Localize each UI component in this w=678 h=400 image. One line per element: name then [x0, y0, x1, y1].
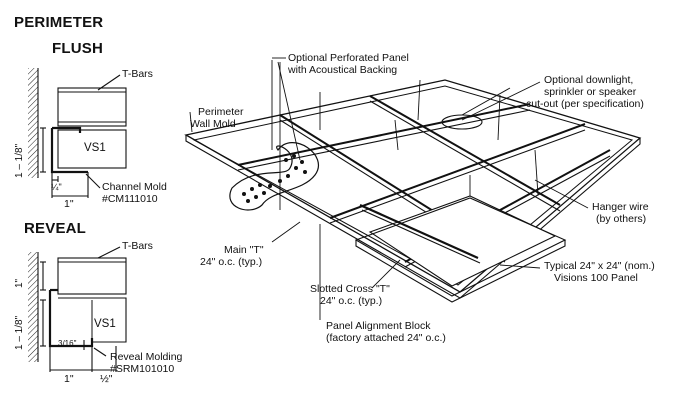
flush-tbars-label: T-Bars	[122, 68, 153, 80]
flush-height-dim: 1 – 1/8"	[14, 143, 25, 178]
reveal-half-dim: ½"	[100, 373, 113, 385]
callout-alignment-block-1: Panel Alignment Block	[326, 320, 431, 332]
callout-main-t-2: 24" o.c. (typ.)	[200, 256, 263, 268]
flush-vs1-label: VS1	[84, 142, 106, 154]
callout-leaders	[189, 57, 589, 320]
callout-perforated-panel-1: Optional Perforated Panel	[288, 52, 409, 64]
reveal-molding-name: Reveal Molding	[110, 351, 183, 363]
callout-perimeter-2: Wall Mold	[190, 118, 236, 130]
callout-perforated-panel-2: with Acoustical Backing	[288, 64, 398, 76]
callout-typical-panel-1: Typical 24" x 24" (nom.)	[544, 260, 655, 272]
hanger-wires	[271, 60, 539, 215]
callout-hanger-2: (by others)	[596, 213, 647, 225]
heading-perimeter: PERIMETER	[14, 14, 104, 31]
flush-lower-panel	[57, 129, 127, 169]
heading-flush: FLUSH	[52, 40, 103, 57]
callout-typical-panel-2: Visions 100 Panel	[554, 272, 638, 284]
flush-quarter-dim: ¼"	[51, 182, 62, 192]
flush-upper-panel	[57, 87, 127, 127]
reveal-small-dim: 3/16"	[58, 339, 77, 348]
flush-one-dim: 1"	[64, 198, 74, 210]
callout-cross-t-2: 24" o.c. (typ.)	[320, 295, 383, 307]
callout-downlight-1: Optional downlight,	[544, 74, 634, 86]
callout-alignment-block-2: (factory attached 24" o.c.)	[326, 332, 446, 344]
callout-hanger-1: Hanger wire	[592, 201, 649, 213]
flush-molding-code: #CM111010	[102, 193, 158, 205]
drop-panel	[354, 195, 567, 303]
reveal-molding-code: #SRM101010	[110, 363, 175, 375]
flush-molding-name: Channel Mold	[102, 181, 167, 193]
perforation-dots	[242, 154, 307, 203]
callout-perimeter-1: Perimeter	[198, 106, 244, 118]
callout-downlight-2: sprinkler or speaker	[544, 86, 637, 98]
perforated-panel	[229, 142, 319, 211]
reveal-panel	[58, 297, 127, 343]
reveal-height-dim: 1 – 1/8"	[14, 315, 25, 350]
flush-detail-drawing	[28, 68, 127, 198]
callout-main-t-1: Main "T"	[224, 244, 264, 256]
reveal-upper-panel	[57, 257, 127, 295]
callout-cross-t-1: Slotted Cross "T"	[310, 283, 390, 295]
heading-reveal: REVEAL	[24, 220, 87, 237]
reveal-one-dim: 1"	[64, 373, 74, 385]
reveal-detail-drawing	[28, 246, 127, 372]
reveal-vs1-label: VS1	[94, 318, 116, 330]
flush-channel-mold	[50, 128, 88, 174]
reveal-one-dim-vertical: 1"	[14, 278, 25, 288]
reveal-molding	[48, 290, 94, 348]
callout-downlight-3: cut-out (per specification)	[526, 98, 644, 110]
flush-wall-hatch	[28, 68, 38, 178]
reveal-wall-hatch	[28, 252, 38, 362]
reveal-tbars-label: T-Bars	[122, 240, 153, 252]
isometric-ceiling-grid	[184, 60, 642, 303]
